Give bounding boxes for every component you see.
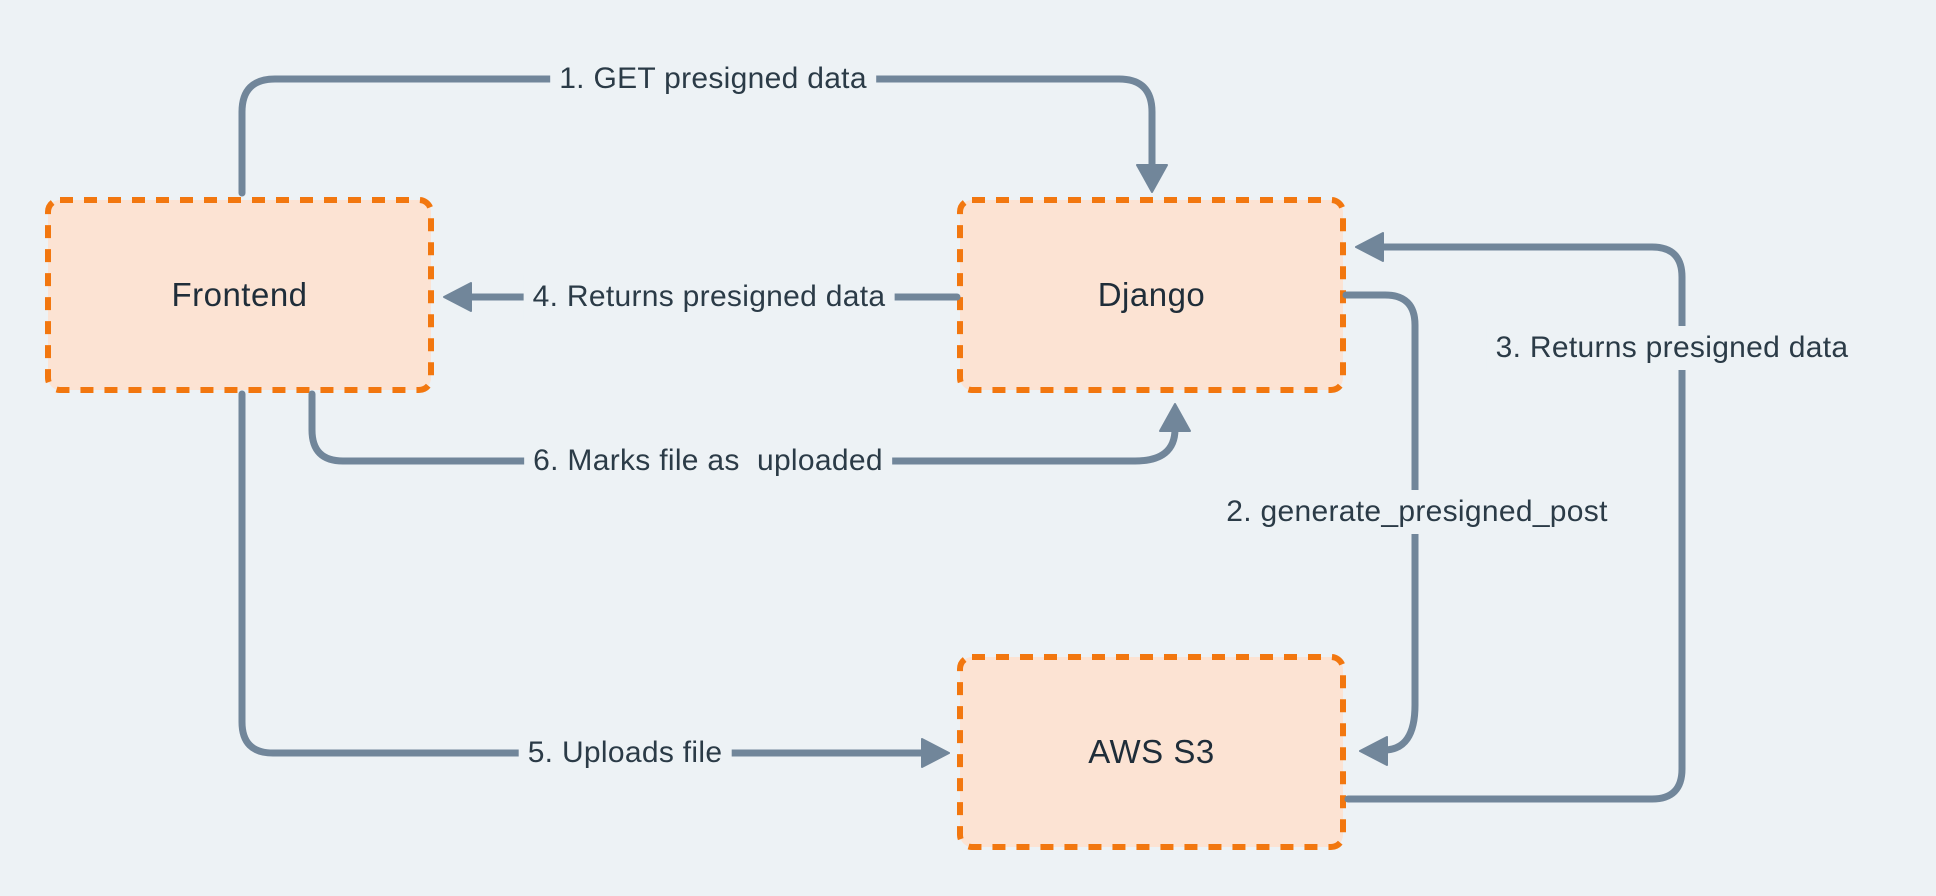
arrowhead-left-into-frontend <box>443 282 472 312</box>
arrowhead-left-into-aws-s3 <box>1359 736 1388 766</box>
edge-label-uploads-file: 5. Uploads file <box>518 731 732 775</box>
node-frontend-box <box>45 197 434 393</box>
edge-label-get-presigned-data: 1. GET presigned data <box>550 57 876 101</box>
arrowhead-up-into-django <box>1159 403 1191 432</box>
node-frontend-label: Frontend <box>171 276 308 313</box>
node-django-label: Django <box>1097 276 1206 313</box>
edge-label-returns-presigned-data-frontend: 4. Returns presigned data <box>523 275 895 319</box>
edge-label-returns-presigned-data-s3: 3. Returns presigned data <box>1486 326 1858 370</box>
arrowhead-down-into-django <box>1136 164 1168 193</box>
edge-label-generate-presigned-post: 2. generate_presigned_post <box>1217 490 1617 534</box>
node-aws-s3-box <box>957 654 1346 850</box>
edge-uploads-file <box>238 390 930 757</box>
node-aws-s3-label: AWS S3 <box>1088 733 1215 770</box>
arrowhead-left-into-django <box>1355 232 1384 262</box>
edge-returns-presigned-data-s3 <box>1344 243 1686 803</box>
edge-label-marks-file-uploaded: 6. Marks file as uploaded <box>524 439 892 483</box>
arrowhead-right-into-aws-s3 <box>921 738 950 768</box>
